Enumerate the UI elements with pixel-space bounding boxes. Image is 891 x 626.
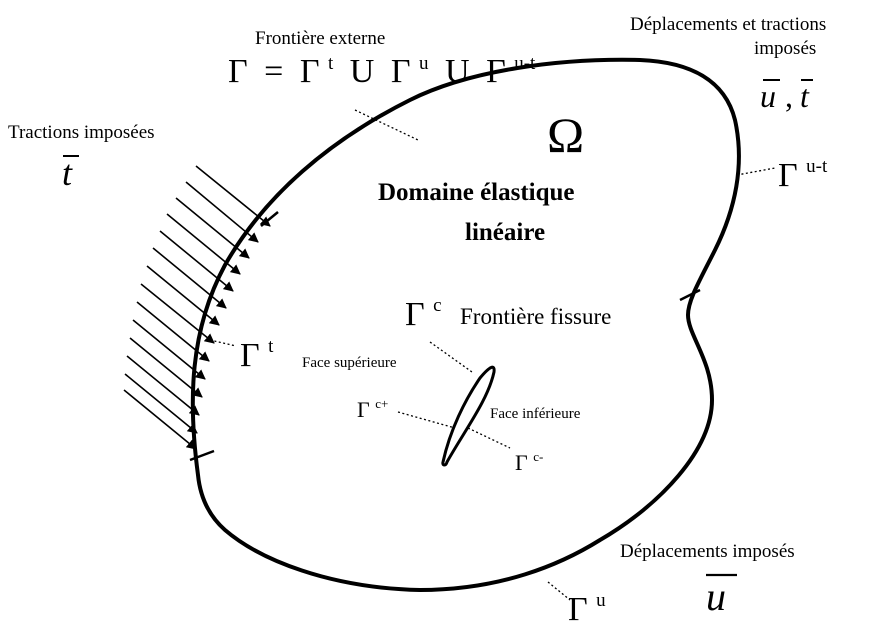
gamma-t-label: Γ t: [240, 336, 274, 374]
union-symbol: U: [445, 53, 470, 90]
boundary-equation: Γ = Γ t U Γ u U Γ u-t: [228, 40, 536, 90]
superscript-c: c: [433, 295, 441, 316]
u-bar-symbol: u: [706, 574, 726, 619]
traction-arrow: [126, 355, 200, 416]
superscript-u: u: [596, 590, 606, 611]
gamma-symbol: Γ: [300, 53, 320, 90]
superscript-cminus: c-: [533, 449, 543, 464]
leader-gamma-ut: [736, 167, 776, 176]
traction-arrow: [124, 373, 198, 434]
gamma-symbol: Γ: [568, 591, 588, 626]
traction-arrow: [129, 337, 203, 398]
traction-arrow: [185, 181, 259, 243]
equals-sign: =: [264, 53, 283, 90]
tractions-imposees-label: Tractions imposées: [8, 122, 155, 143]
boundary-tick-top: [260, 211, 279, 227]
superscript-ut: u-t: [514, 53, 536, 74]
t-bar-symbol: t: [62, 153, 73, 193]
gamma-symbol: Γ: [486, 53, 506, 90]
imposed-u: u: [706, 573, 737, 619]
deplacements-imposes-label: Déplacements imposés: [620, 541, 795, 562]
gamma-symbol: Γ: [405, 296, 425, 333]
leader-gamma-cplus: [397, 411, 456, 429]
gamma-c-label: Γ c: [405, 295, 442, 333]
boundary-tick-right: [679, 288, 701, 302]
gamma-symbol: Γ: [240, 337, 260, 374]
traction-arrow: [166, 213, 241, 275]
superscript-ut: u-t: [806, 156, 828, 177]
comma: ,: [785, 78, 793, 114]
domaine-line1: Domaine élastique: [378, 179, 575, 206]
crack: [441, 365, 496, 467]
deplacements-tractions-line1: Déplacements et tractions: [630, 14, 826, 35]
gamma-ut-label: Γ u-t: [778, 156, 828, 194]
face-inferieure-label: Face inférieure: [490, 406, 581, 422]
traction-arrow: [136, 301, 210, 362]
u-bar-symbol: u: [760, 78, 776, 114]
imposed-u-t: u , t: [760, 78, 813, 114]
t-bar-symbol: t: [800, 78, 810, 114]
gamma-symbol: Γ: [228, 53, 248, 90]
union-symbol: U: [350, 53, 375, 90]
imposed-t: t: [62, 153, 79, 193]
traction-arrows: [123, 165, 271, 450]
gamma-u-label: Γ u: [568, 590, 606, 626]
traction-arrow: [159, 230, 234, 292]
gamma-symbol: Γ: [357, 397, 370, 422]
traction-arrow: [195, 165, 271, 227]
deplacements-tractions-line2: imposés: [754, 38, 816, 59]
domaine-line2: linéaire: [465, 219, 545, 246]
leader-gamma-cminus: [467, 427, 511, 449]
gamma-symbol: Γ: [515, 450, 528, 475]
gamma-cplus-label: Γ c+: [357, 396, 388, 422]
traction-arrow: [132, 319, 206, 380]
superscript-t: t: [328, 53, 334, 74]
superscript-t: t: [268, 336, 274, 357]
leader-gamma-c: [429, 341, 473, 373]
gamma-symbol: Γ: [391, 53, 411, 90]
superscript-cplus: c+: [375, 396, 388, 411]
frontiere-externe-label: Frontière externe: [255, 28, 385, 49]
leader-gamma-u: [547, 581, 571, 601]
frontiere-fissure-label: Frontière fissure: [460, 304, 611, 329]
traction-arrow: [152, 247, 227, 309]
gamma-symbol: Γ: [778, 157, 798, 194]
traction-arrow: [146, 265, 220, 326]
domain-boundary: [190, 57, 741, 592]
omega-symbol: Ω: [547, 107, 584, 163]
face-superieure-label: Face supérieure: [302, 355, 397, 371]
traction-arrow: [140, 283, 215, 344]
boundary-tick-bottom: [189, 449, 215, 462]
gamma-cminus-label: Γ c-: [515, 449, 543, 475]
traction-arrow: [123, 389, 197, 450]
traction-arrow: [175, 197, 250, 259]
leader-lines: [209, 109, 776, 601]
superscript-u: u: [419, 53, 429, 74]
